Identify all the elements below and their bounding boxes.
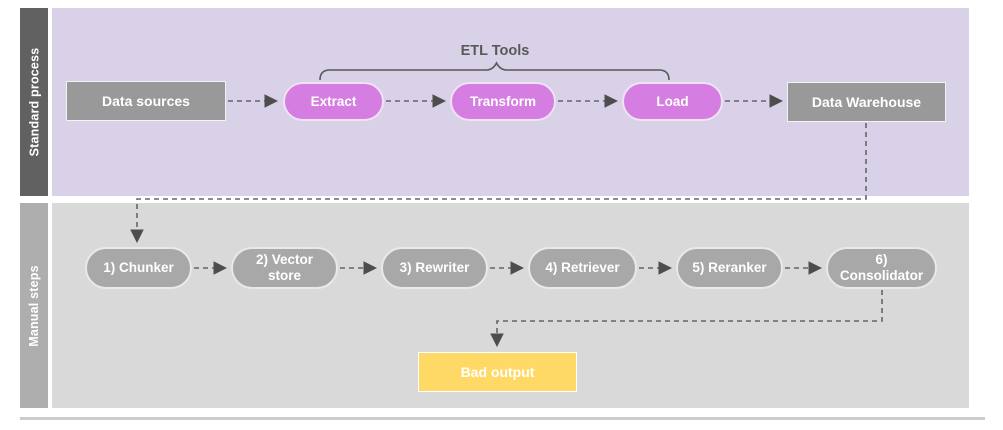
lane-standard-process-label: Standard process bbox=[27, 47, 42, 157]
node-extract-label: Extract bbox=[310, 94, 357, 109]
node-vector-store-label: 2) Vector store bbox=[255, 251, 314, 283]
node-vector-store: 2) Vector store bbox=[231, 247, 338, 289]
node-reranker-label: 5) Reranker bbox=[692, 259, 767, 275]
node-data-warehouse: Data Warehouse bbox=[787, 82, 946, 122]
etl-tools-bracket-label: ETL Tools bbox=[460, 43, 530, 59]
node-rewriter: 3) Rewriter bbox=[381, 247, 488, 289]
node-reranker: 5) Reranker bbox=[676, 247, 783, 289]
node-bad-output: Bad output bbox=[418, 352, 577, 392]
node-chunker: 1) Chunker bbox=[85, 247, 192, 289]
node-extract: Extract bbox=[283, 82, 384, 121]
page-edge-divider bbox=[20, 417, 985, 420]
node-data-warehouse-label: Data Warehouse bbox=[811, 94, 922, 110]
node-data-sources: Data sources bbox=[66, 81, 226, 121]
node-consolidator-label: 6) Consolidator bbox=[839, 251, 924, 283]
node-retriever-label: 4) Retriever bbox=[545, 259, 620, 275]
node-retriever: 4) Retriever bbox=[528, 247, 637, 289]
node-load-label: Load bbox=[656, 94, 689, 109]
lane-standard-process-bar: Standard process bbox=[20, 8, 48, 196]
node-bad-output-label: Bad output bbox=[460, 364, 535, 380]
lane-manual-steps-bar: Manual steps bbox=[20, 203, 48, 408]
node-rewriter-label: 3) Rewriter bbox=[399, 259, 470, 275]
node-data-sources-label: Data sources bbox=[102, 93, 190, 109]
node-transform: Transform bbox=[450, 82, 556, 121]
node-chunker-label: 1) Chunker bbox=[103, 259, 174, 275]
node-transform-label: Transform bbox=[469, 94, 537, 109]
node-load: Load bbox=[622, 82, 723, 121]
lane-manual-steps-label: Manual steps bbox=[27, 264, 41, 347]
node-consolidator: 6) Consolidator bbox=[826, 247, 937, 289]
